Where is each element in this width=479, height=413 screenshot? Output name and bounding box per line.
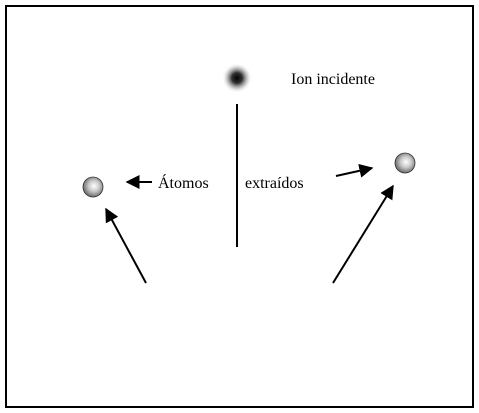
incident-ion-icon [222,63,252,93]
ejection-arrow-right [332,184,394,284]
ejected-atoms-label-left: Átomos [158,173,209,192]
ejected-atom-left-icon [82,176,104,198]
ejected-atoms-label-right: extraídos [245,175,304,192]
label-arrow-right [335,163,374,178]
ejection-arrow-left [105,207,147,284]
incident-ion-label: Ion incidente [291,71,375,88]
diagram-frame [5,5,474,408]
ejected-atom-right-icon [394,152,416,174]
